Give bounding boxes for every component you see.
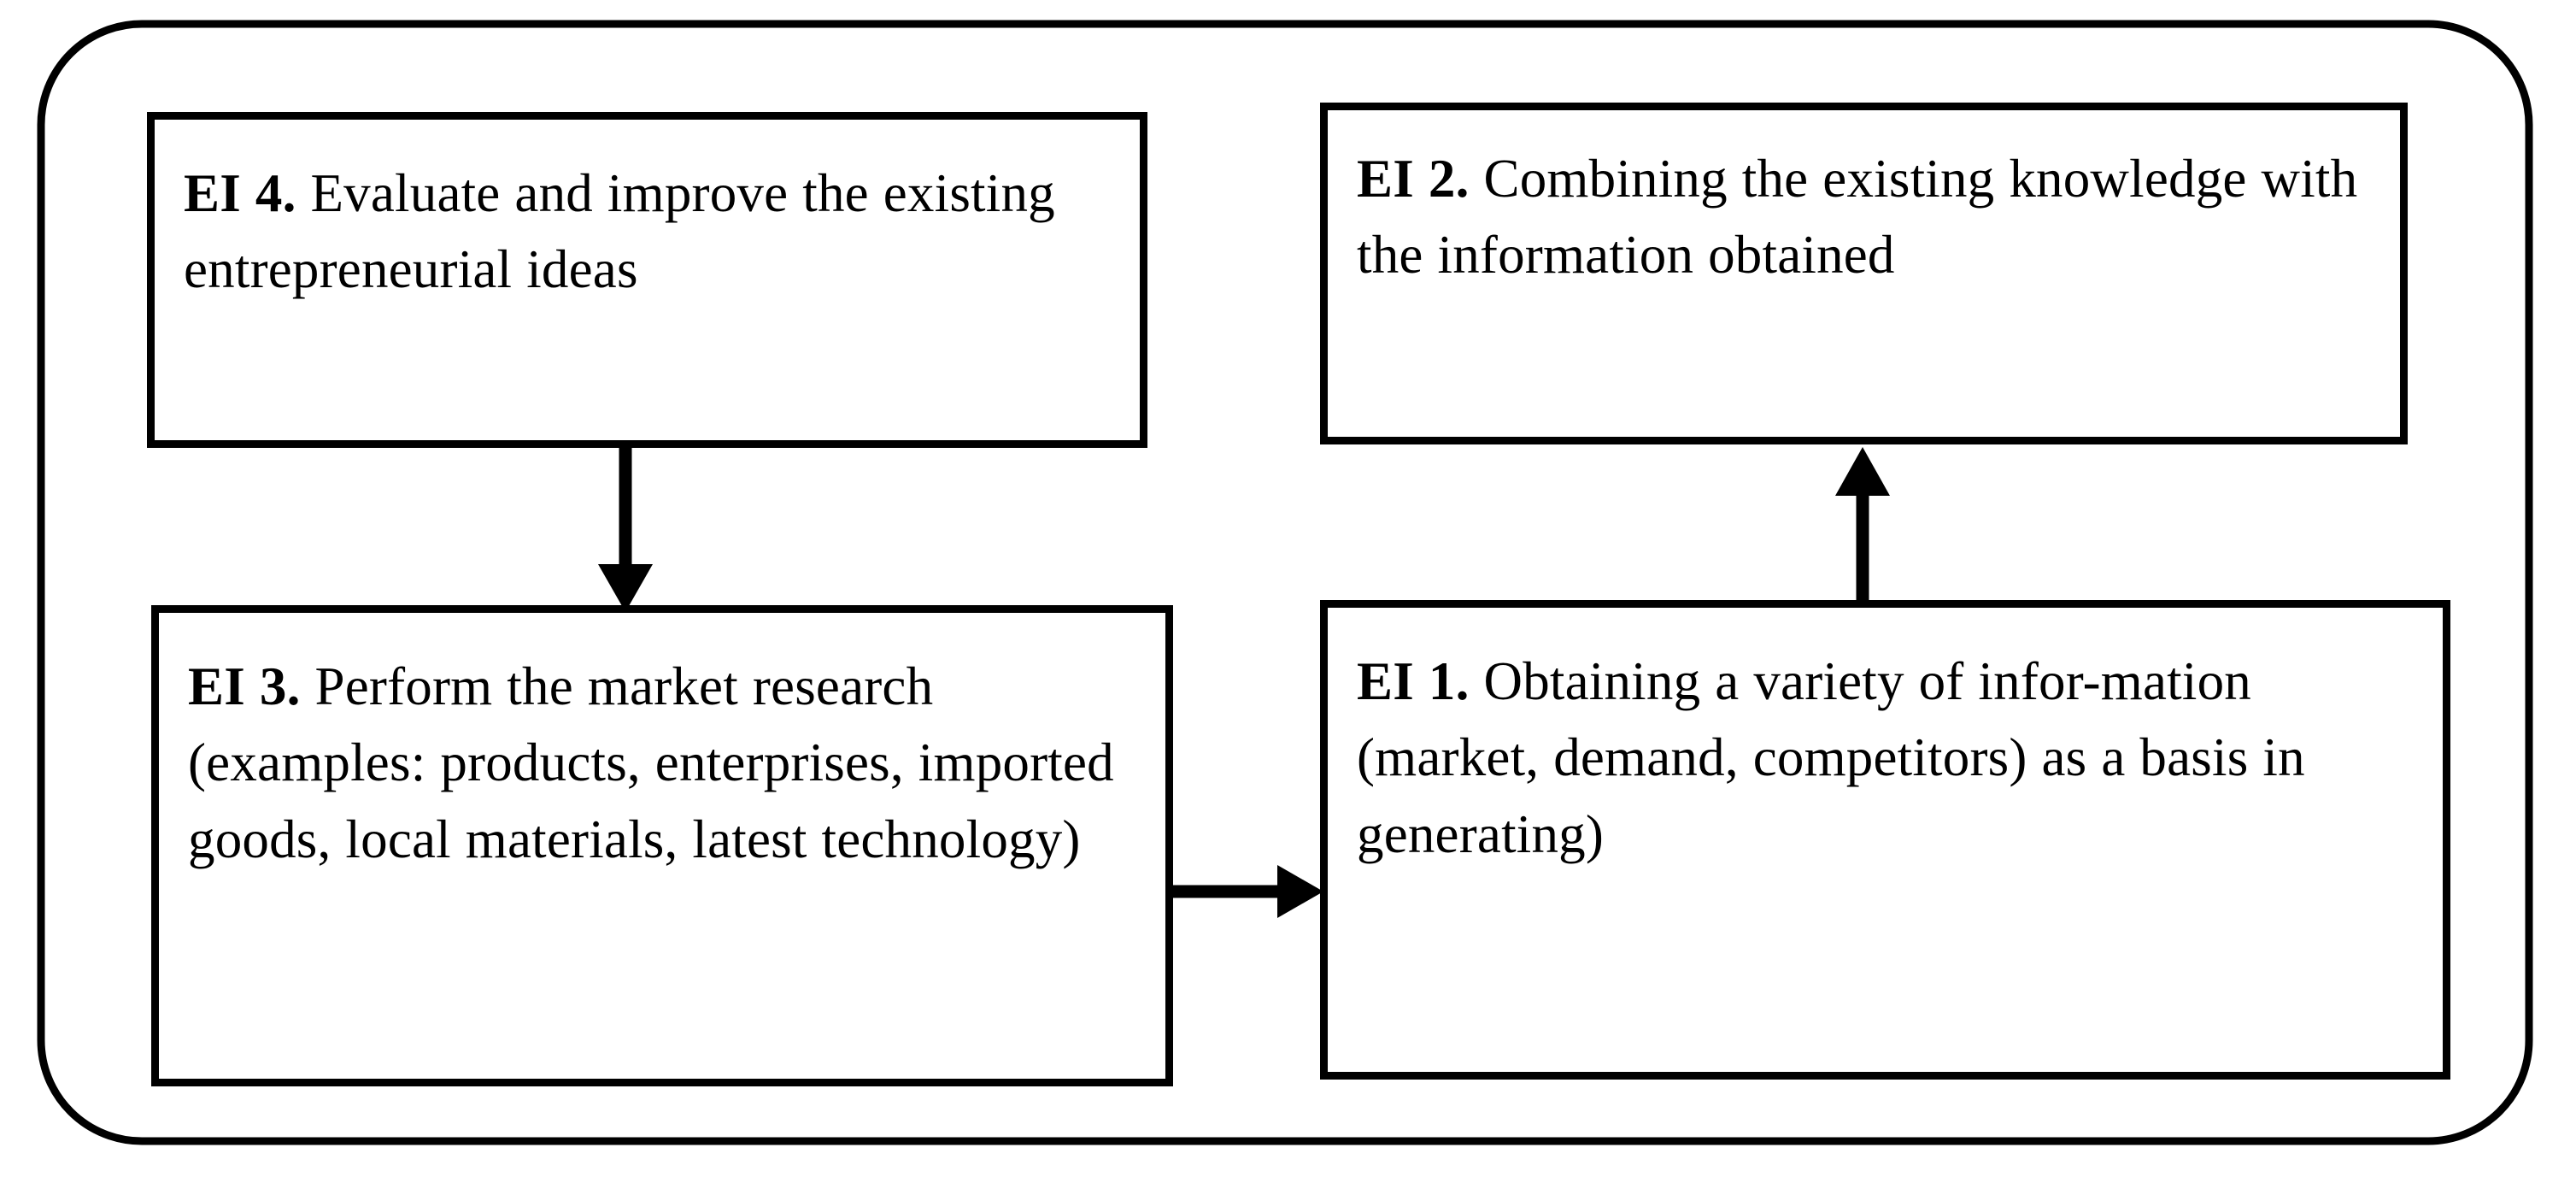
node-ei2-text: EI 2. Combining the existing knowledge w…	[1328, 110, 2400, 294]
node-ei3-text: EI 3. Perform the market research (examp…	[159, 613, 1165, 878]
node-ei1-body: Obtaining a variety of infor-mation (mar…	[1357, 651, 2320, 864]
node-ei1-label: EI 1.	[1357, 651, 1470, 711]
edge-ei3-to-ei1	[1173, 865, 1323, 918]
node-ei2-body: Combining the existing knowledge with th…	[1357, 149, 2373, 285]
node-ei2[interactable]: EI 2. Combining the existing knowledge w…	[1320, 103, 2408, 444]
node-ei3[interactable]: EI 3. Perform the market research (examp…	[151, 605, 1173, 1086]
node-ei1-text: EI 1. Obtaining a variety of infor-matio…	[1328, 608, 2443, 873]
node-ei4-label: EI 4.	[184, 163, 296, 223]
edge-ei4-to-ei3	[598, 448, 653, 612]
edge-ei1-to-ei2	[1835, 447, 1890, 600]
node-ei4[interactable]: EI 4. Evaluate and improve the existing …	[147, 112, 1147, 448]
node-ei4-body: Evaluate and improve the existing entrep…	[184, 163, 1070, 300]
node-ei2-label: EI 2.	[1357, 149, 1470, 209]
node-ei3-label: EI 3.	[188, 656, 301, 716]
outer-rounded-container	[37, 20, 2533, 1145]
node-ei4-text: EI 4. Evaluate and improve the existing …	[155, 120, 1140, 309]
node-ei3-body: Perform the market research (examples: p…	[188, 656, 1129, 869]
node-ei1[interactable]: EI 1. Obtaining a variety of infor-matio…	[1320, 600, 2450, 1080]
